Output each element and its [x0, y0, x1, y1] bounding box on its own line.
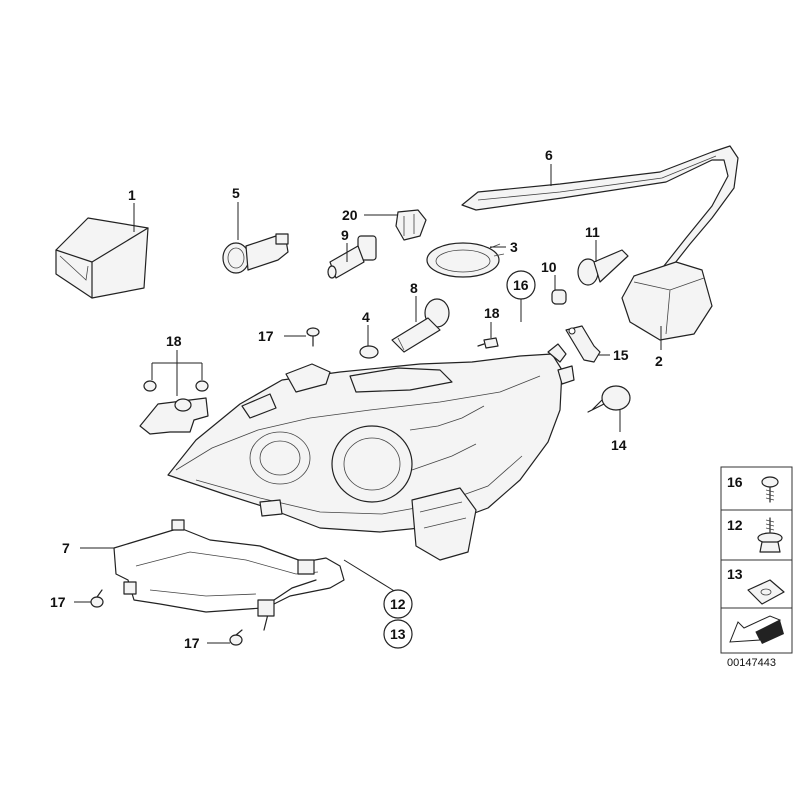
part-17-screw-left — [90, 589, 104, 608]
callout-18b: 18 — [484, 305, 500, 321]
headlight-housing — [167, 343, 575, 561]
callout-1: 1 — [128, 187, 136, 203]
legend-panel: 16 12 13 — [720, 466, 793, 654]
clip-nut-icon — [747, 579, 785, 605]
part-18-bracket — [139, 350, 209, 435]
callout-15: 15 — [613, 347, 629, 363]
callout-9: 9 — [341, 227, 349, 243]
callout-16: 16 — [513, 277, 529, 293]
callout-8: 8 — [410, 280, 418, 296]
callout-13-circle — [383, 619, 413, 649]
arrow-icon — [729, 615, 784, 644]
callout-7: 7 — [62, 540, 70, 556]
callout-16-circle — [506, 270, 536, 322]
callout-2: 2 — [655, 353, 663, 369]
callout-11: 11 — [585, 224, 600, 240]
callout-17a: 17 — [258, 328, 274, 344]
callout-10: 10 — [541, 259, 557, 275]
callout-6: 6 — [545, 147, 553, 163]
callout-20: 20 — [342, 207, 358, 223]
leader-12-13 — [343, 559, 397, 593]
callout-3: 3 — [510, 239, 518, 255]
callout-18a: 18 — [166, 333, 182, 349]
callout-12: 12 — [390, 596, 406, 612]
callout-13: 13 — [390, 626, 406, 642]
part-4-nut — [359, 345, 379, 359]
part-17-screw-upper — [306, 327, 320, 347]
legend-number-16: 16 — [727, 474, 743, 490]
part-17-screw-bottom — [229, 629, 243, 646]
diagram-id-label: 00147443 — [727, 657, 776, 669]
part-3-ring — [426, 242, 505, 278]
part-15-connector — [565, 325, 601, 363]
callout-12-circle — [383, 589, 413, 619]
legend-number-13: 13 — [727, 566, 743, 582]
hex-collar-screw-icon — [757, 517, 783, 553]
screw-icon — [761, 476, 779, 503]
part-2-cover — [621, 261, 713, 341]
callout-17b: 17 — [50, 594, 66, 610]
part-8-xenon-bulb — [391, 298, 450, 353]
part-18-screw — [477, 337, 499, 349]
part-1-box — [55, 217, 149, 299]
part-7-frame — [113, 519, 345, 631]
part-20-clip — [395, 209, 427, 241]
legend-number-12: 12 — [727, 517, 743, 533]
part-11-bulb — [577, 249, 629, 286]
part-5-socket — [222, 233, 289, 274]
part-14-actuator — [587, 385, 631, 413]
part-10-small-bulb — [551, 289, 567, 305]
callout-4: 4 — [362, 309, 370, 325]
callout-17c: 17 — [184, 635, 200, 651]
callout-5: 5 — [232, 185, 240, 201]
callout-14: 14 — [611, 437, 627, 453]
part-9-bulb — [327, 235, 377, 279]
